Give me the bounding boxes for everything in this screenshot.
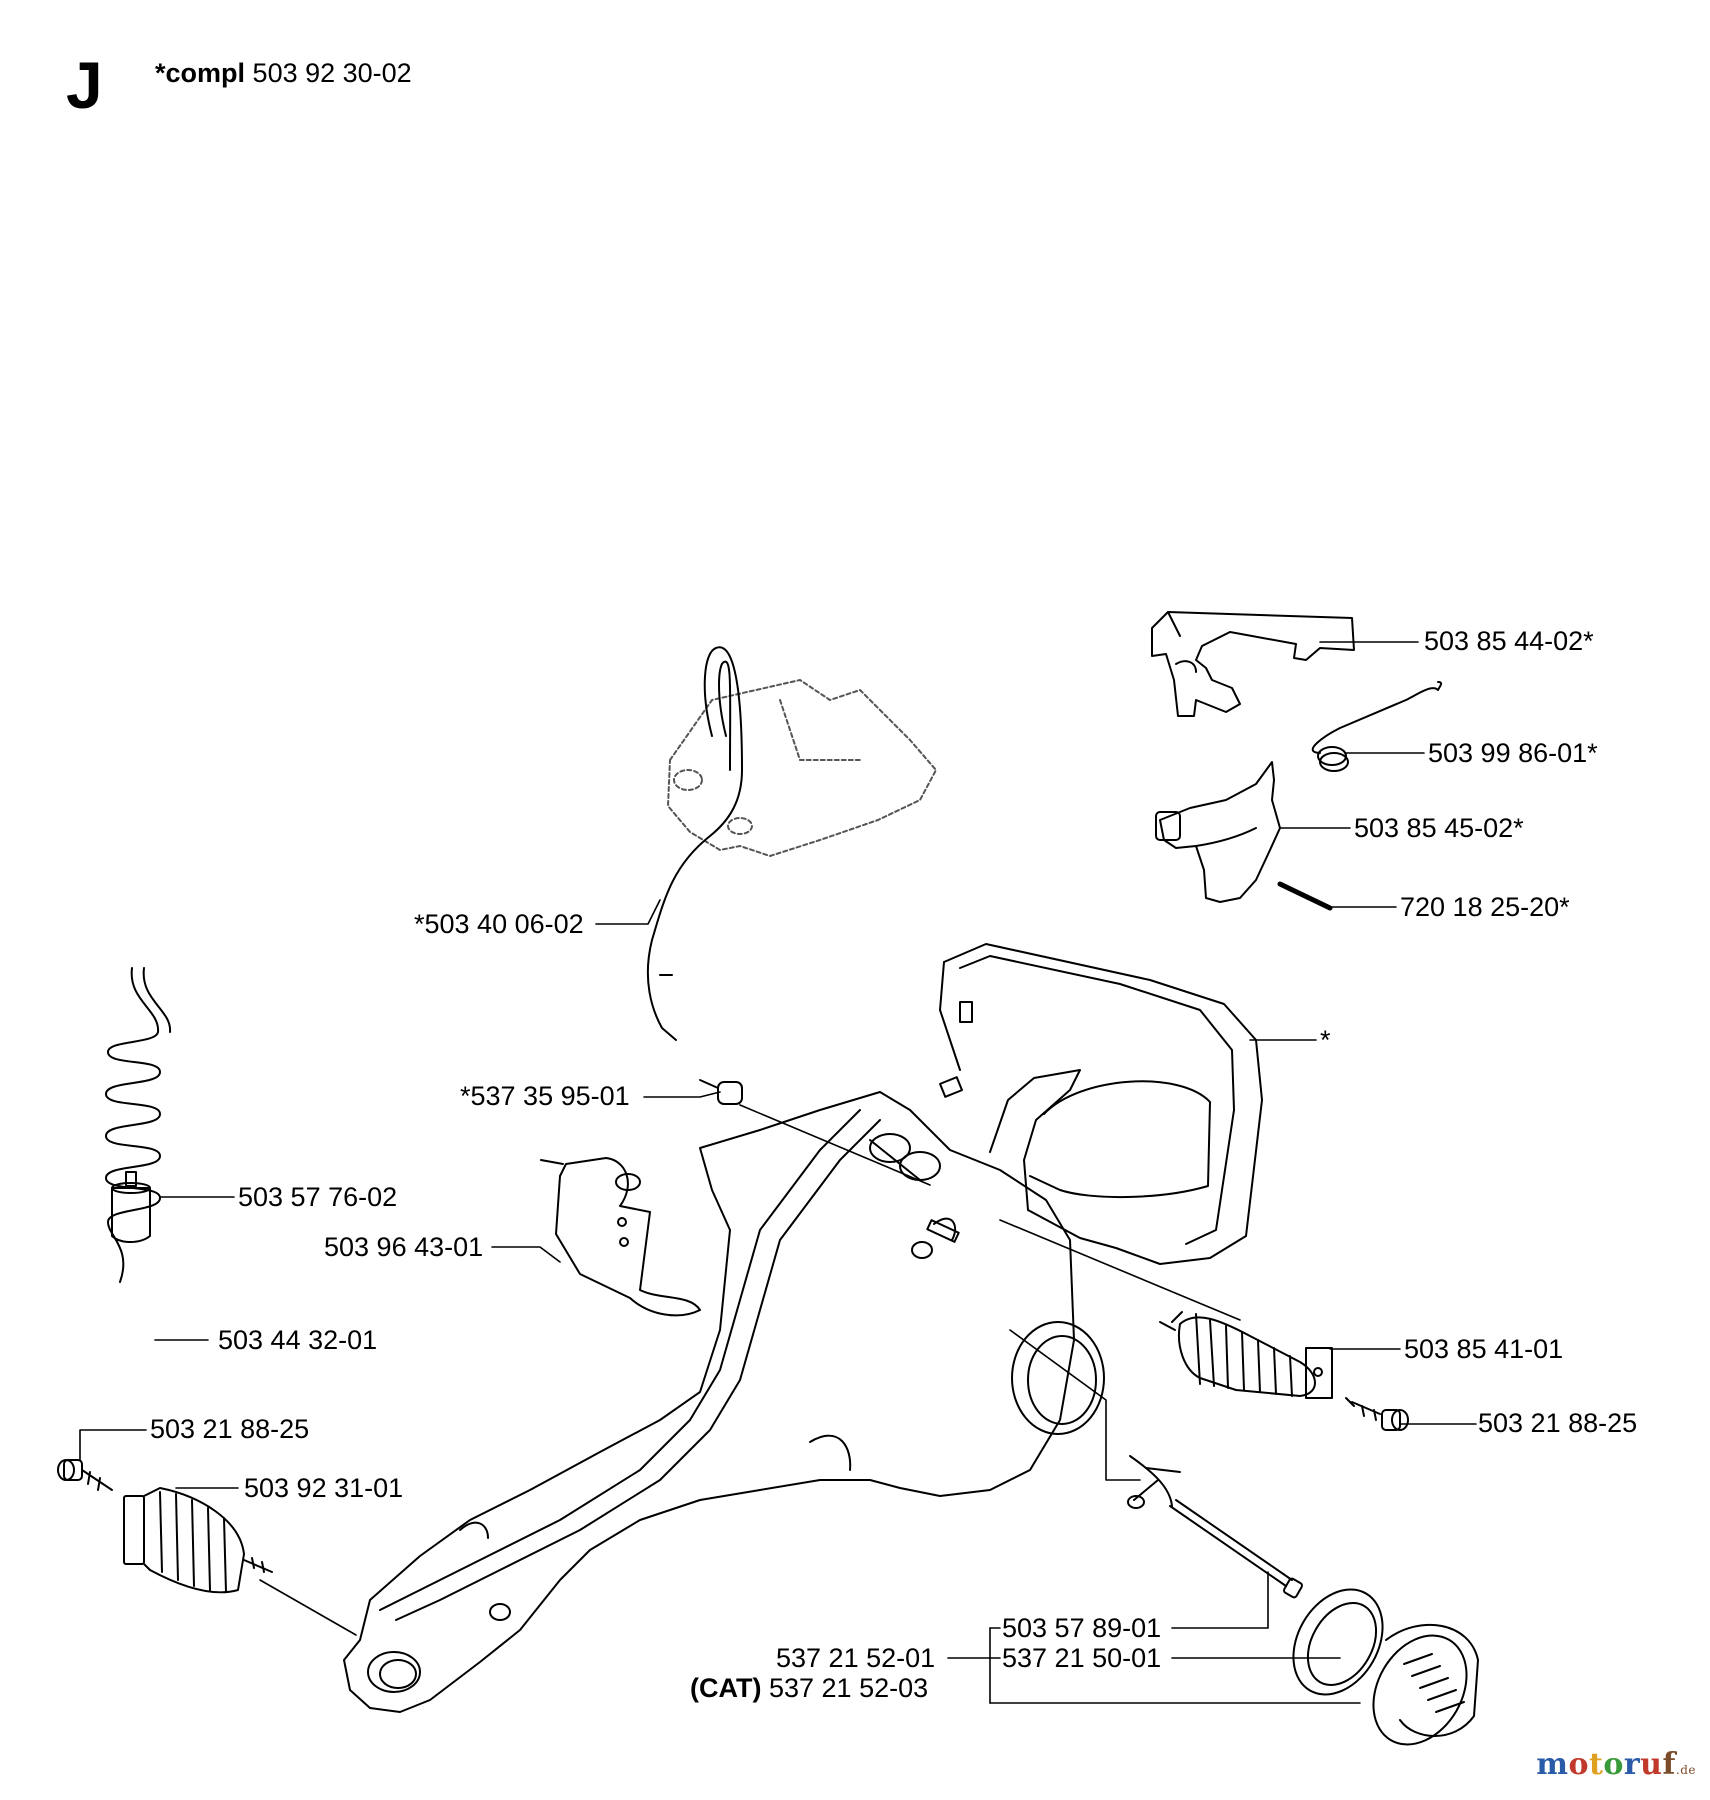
watermark-letter: o [1603,1747,1624,1782]
cat-prefix: (CAT) [690,1673,762,1703]
oil-hose [646,646,743,1041]
leader-lines [79,641,1477,1704]
screw-left [57,1459,113,1491]
part-label: *503 40 06-02 [414,909,584,939]
cap-seal-ring [1292,1588,1384,1696]
watermark-letter: m [1536,1747,1569,1782]
fuel-hose-coil [105,967,172,1283]
watermark-brand: motoruf [1536,1747,1676,1782]
part-label: 537 21 52-01 [776,1643,936,1673]
part-label: 503 57 76-02 [238,1182,398,1212]
fuel-filter [111,1171,151,1243]
part-label: 503 99 86-01* [1428,738,1598,768]
watermark-domain: .de [1675,1763,1696,1777]
watermark-letter: o [1568,1747,1589,1782]
part-label: *537 35 95-01 [460,1081,630,1111]
compl-prefix: *compl [155,58,246,88]
part-label: * [1320,1025,1331,1055]
throttle-lockout [1155,761,1281,903]
watermark-logo: motoruf.de [1536,1747,1696,1782]
part-label: 503 57 89-01 [1002,1613,1162,1643]
compl-part-number: 503 92 30-02 [252,58,412,88]
watermark-letter: r [1623,1747,1641,1782]
oil-cap [1372,1623,1479,1746]
part-label: 503 85 44-02* [1424,626,1594,656]
watermark-letter: u [1640,1747,1663,1782]
part-label: 720 18 25-20* [1400,892,1570,922]
part-label: 537 21 50-01 [1002,1643,1162,1673]
section-letter: J [66,48,103,122]
watermark-letter: t [1588,1747,1604,1782]
pivot-pin [1277,881,1333,911]
trigger-spring [1311,681,1443,772]
watermark-letter: f [1662,1747,1676,1782]
cat-part-number: 537 21 52-03 [768,1673,929,1703]
av-spring-right [1159,1311,1333,1399]
part-label: 503 44 32-01 [218,1325,378,1355]
part-label: 503 85 45-02* [1354,813,1524,843]
oil-filter-line [1127,1455,1303,1599]
oil-pump-ghost [667,679,937,857]
part-label: 503 85 41-01 [1404,1334,1564,1364]
screw-right [1345,1397,1409,1431]
part-label: 503 21 88-25 [1478,1408,1638,1438]
throttle-trigger [1151,611,1355,717]
part-label: 503 96 43-01 [324,1232,484,1262]
av-spring-left [123,1487,273,1594]
tank-housing [343,943,1263,1713]
complete-unit-number: *compl 503 92 30-02 [155,60,412,87]
chain-catcher [540,1157,701,1317]
part-label-cat: (CAT) 537 21 52-03 [690,1675,928,1702]
part-label: 503 21 88-25 [150,1414,310,1444]
part-label: 503 92 31-01 [244,1473,404,1503]
hose-nipple [699,1079,743,1105]
